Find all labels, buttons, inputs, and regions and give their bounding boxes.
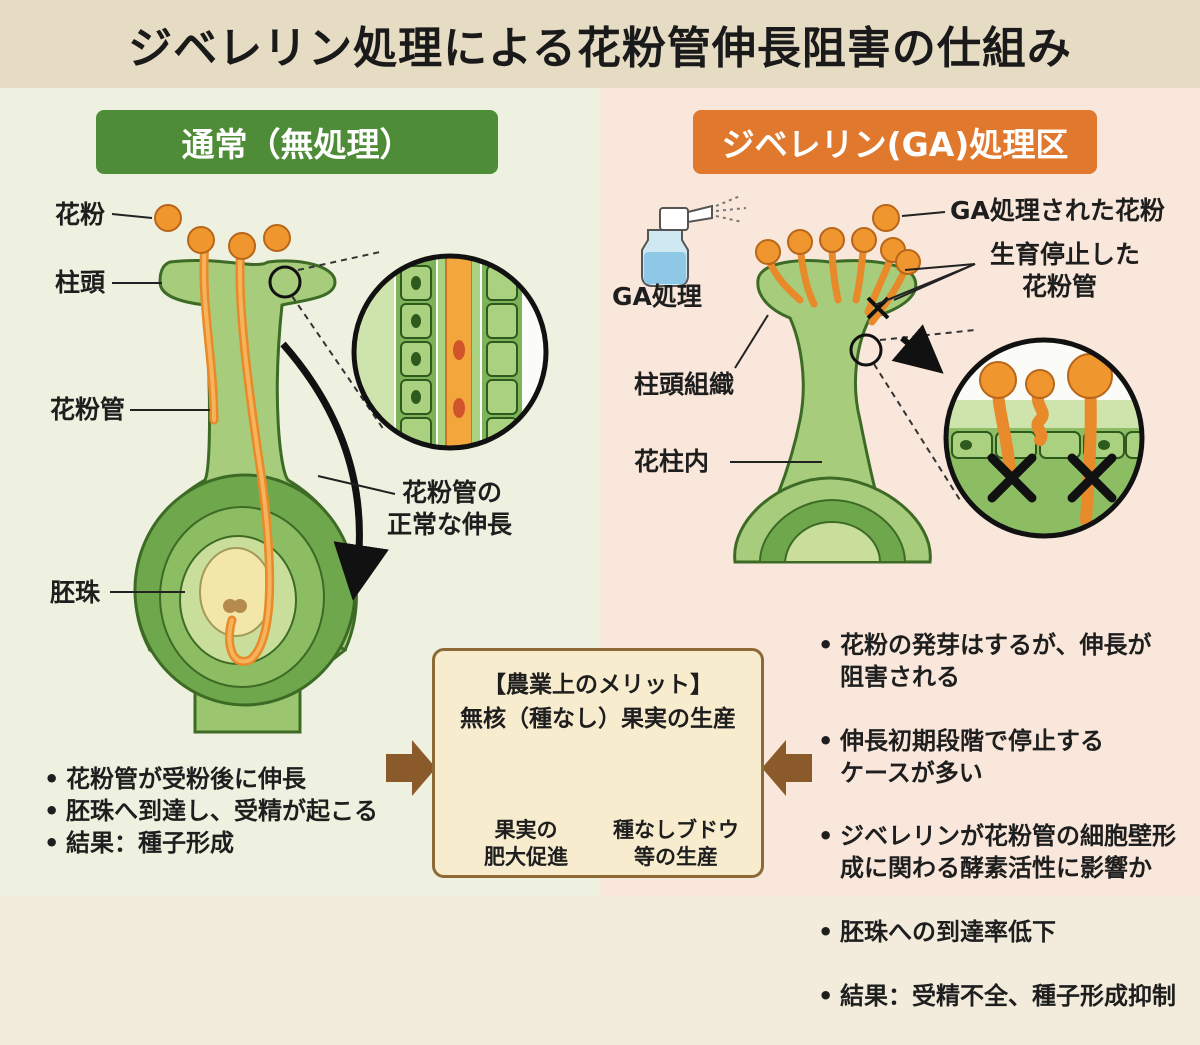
ga-heading: ジベレリン(GA)処理区 [693,110,1097,174]
merit-item-fruit-line2: 肥大促進 [484,845,568,870]
ovule-label: 胚珠 [50,578,101,607]
merit-item-grape: 種なしブドウ 等の生産 [601,817,751,872]
merit-item-grape-line1: 種なしブドウ [613,818,739,842]
stigma-label: 柱頭 [55,268,106,297]
ga-pollen-label: GA処理された花粉 [950,196,1165,225]
ga-bullet: 花粉の発芽はするが、伸長が 阻害される [818,630,1176,694]
leader-lines [110,211,976,593]
ga-magnified-view [943,337,1145,539]
normal-magnified-view [351,253,549,451]
ga-treatment-label: GA処理 [612,282,702,311]
page-title: ジベレリン処理による花粉管伸長阻害の仕組み [128,23,1072,74]
normal-bullet-list: 花粉管が受粉後に伸長 胚珠へ到達し、受精が起こる 結果：種子形成 [44,764,378,860]
merit-box: 【農業上のメリット】 無核（種なし）果実の生産 果実の 肥大促進 種なしブドウ … [432,648,764,878]
stopped-tube-label-1: 生育停止した [990,240,1141,269]
normal-growth-label-1: 花粉管の [402,478,503,507]
pollen-tube-label: 花粉管 [50,395,126,424]
pollen-label: 花粉 [55,200,106,229]
merit-arrows [386,740,812,796]
merit-title: 【農業上のメリット】 [483,672,713,698]
ga-bullet: 伸長初期段階で停止する ケースが多い [818,726,1176,790]
stigma-tissue-label: 柱頭組織 [634,370,735,399]
merit-subtitle: 無核（種なし）果実の生産 [460,706,736,732]
ga-bullet: 胚珠への到達率低下 [818,917,1176,949]
normal-bullet: 結果：種子形成 [44,828,378,860]
normal-heading: 通常（無処理） [96,110,498,174]
merit-item-grape-line2: 等の生産 [634,845,718,870]
diagram-artwork [110,195,1145,829]
merit-item-fruit-line1: 果実の [494,818,558,842]
stopped-tube-label-2: 花粉管 [1022,272,1098,301]
normal-bullet: 花粉管が受粉後に伸長 [44,764,378,796]
ga-bullet: 結果：受精不全、種子形成抑制 [818,981,1176,1013]
merit-item-fruit: 果実の 肥大促進 [451,817,601,872]
ga-bullet: ジベレリンが花粉管の細胞壁形 成に関わる酵素活性に影響か [818,821,1176,885]
normal-pistil [133,204,389,734]
normal-bullet: 胚珠へ到達し、受精が起こる [44,796,378,828]
ga-bullet-list: 花粉の発芽はするが、伸長が 阻害される 伸長初期段階で停止する ケースが多い ジ… [818,598,1176,1045]
title-bar: ジベレリン処理による花粉管伸長阻害の仕組み [0,0,1200,88]
ga-pistil [733,204,976,564]
normal-growth-label-2: 正常な伸長 [387,510,513,539]
spray-bottle-icon [641,195,747,287]
style-inside-label: 花柱内 [634,447,710,476]
